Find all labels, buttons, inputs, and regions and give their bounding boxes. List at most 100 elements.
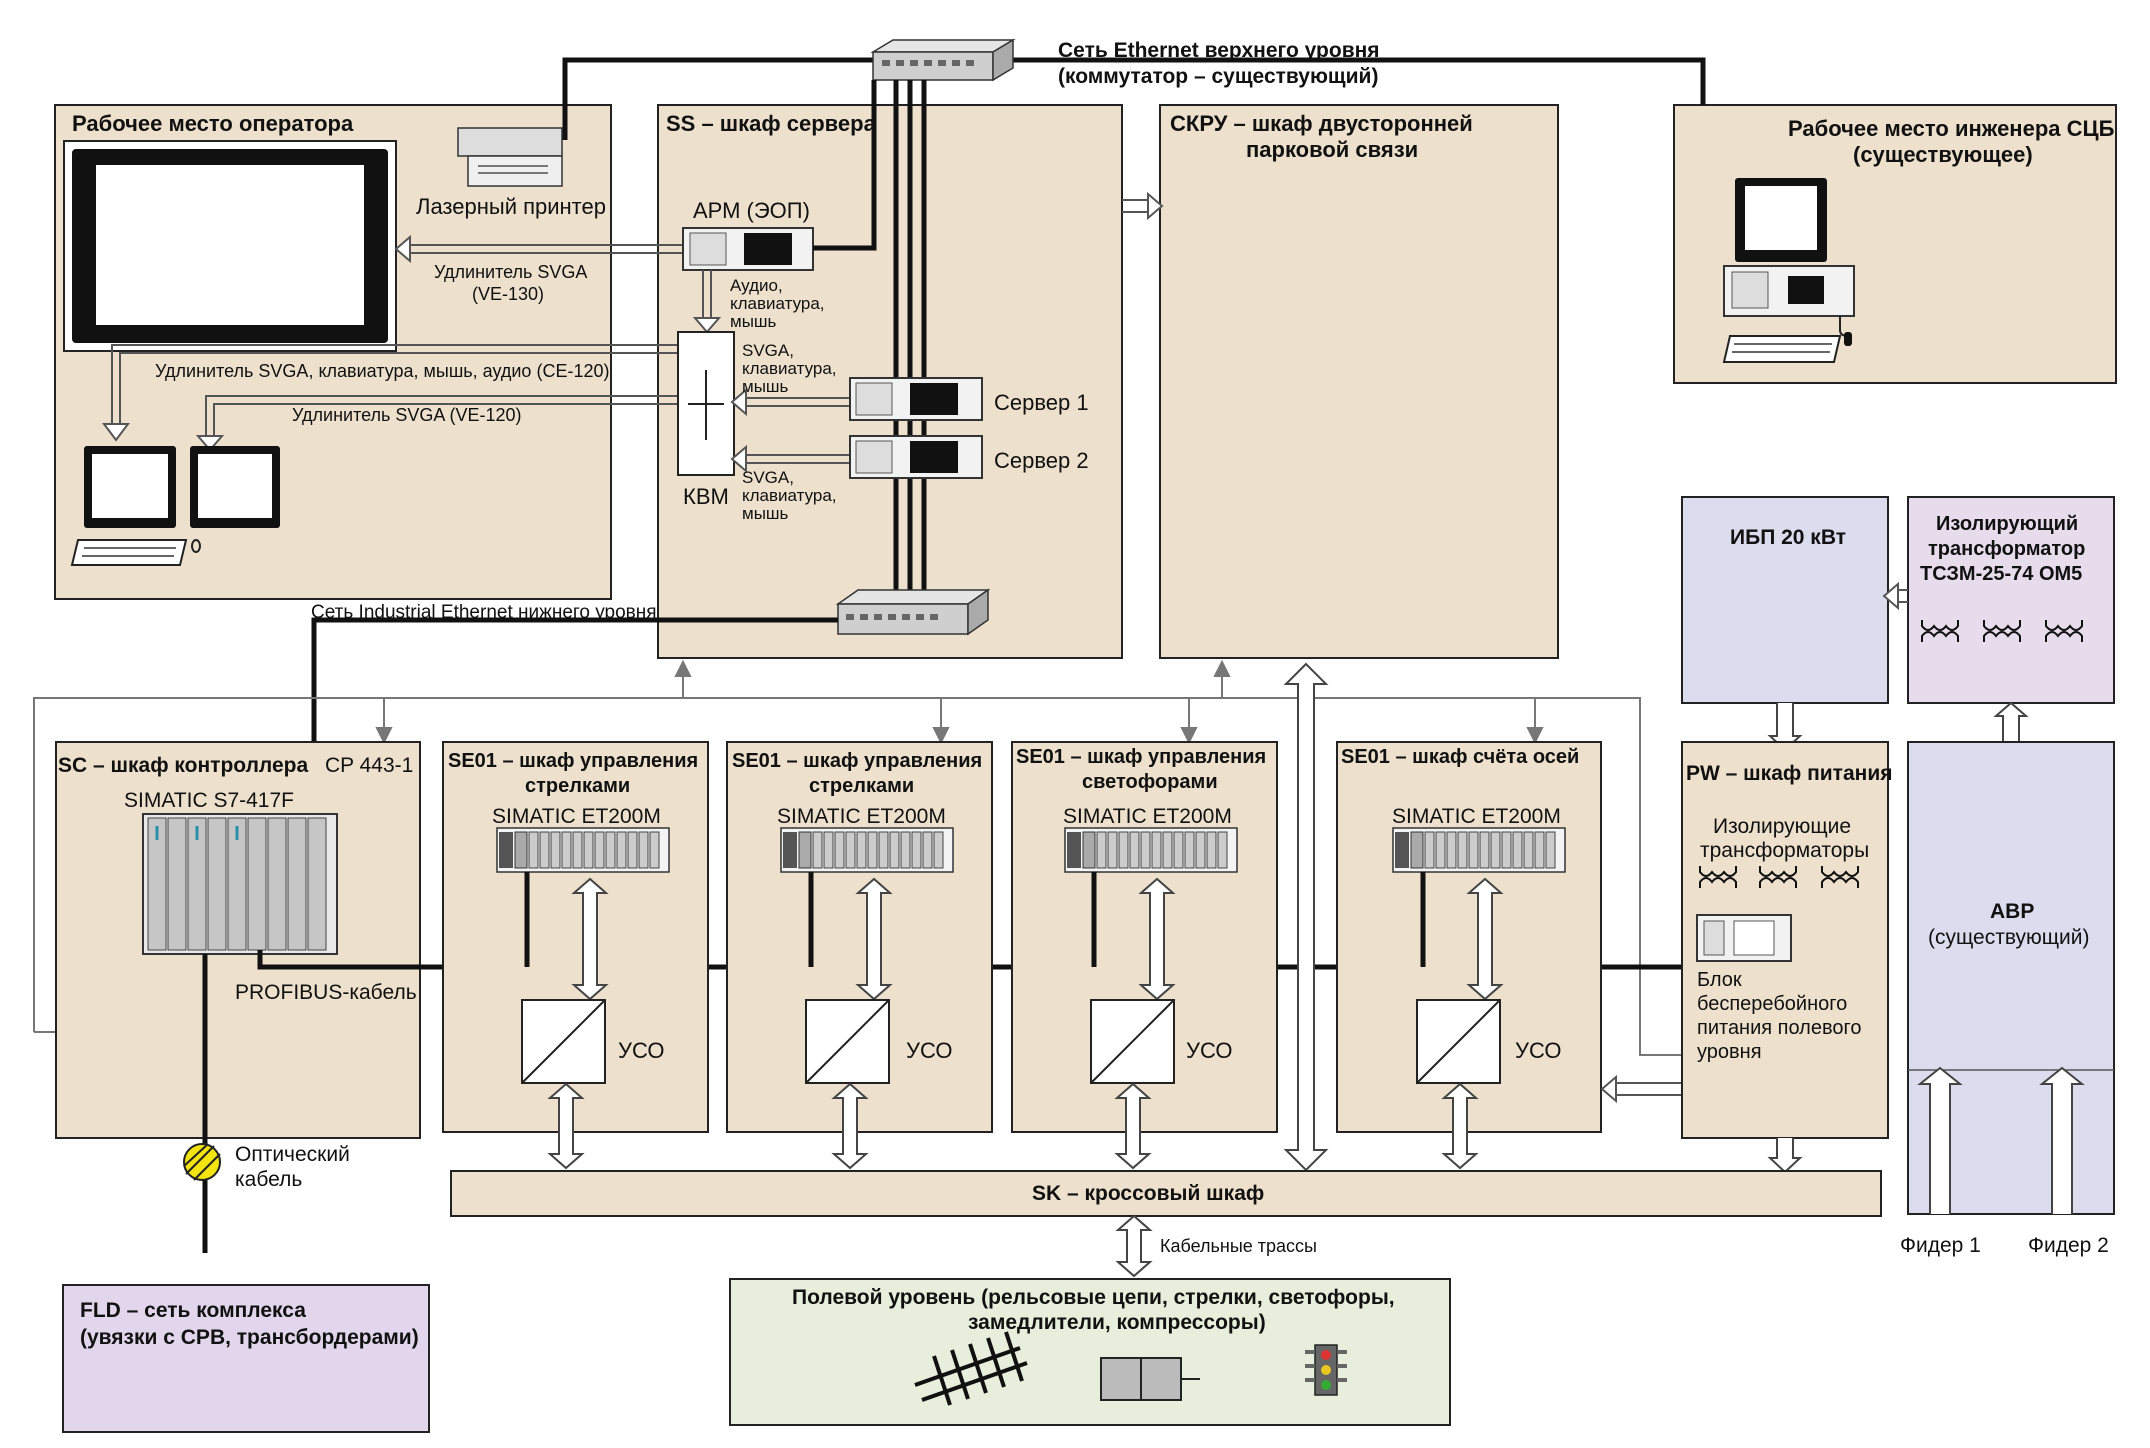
industrial-ethernet-label: Сеть Industrial Ethernet нижнего уровня xyxy=(311,602,657,623)
se3-uso-label: УСО xyxy=(1186,1038,1233,1063)
operator-title: Рабочее место оператора xyxy=(72,111,354,136)
sk-cross-cabinet-box xyxy=(450,1170,1882,1217)
pw-block-line-2: бесперебойного xyxy=(1697,993,1847,1015)
audio-line-2: клавиатура, xyxy=(730,294,825,313)
pw-block-line-1: Блок xyxy=(1697,969,1742,991)
ups-block-icon xyxy=(1696,914,1792,962)
se-cabinet-3: SE01 – шкаф управления светофорами SIMAT… xyxy=(1011,741,1278,1170)
svga2-line-1: SVGA, xyxy=(742,468,794,487)
audio-line-3: мышь xyxy=(730,312,777,331)
profibus-label: PROFIBUS-кабель xyxy=(235,981,417,1004)
printer-icon xyxy=(457,127,563,187)
pw-trans-line-1: Изолирующие xyxy=(1713,815,1851,838)
se-cabinet-4: SE01 – шкаф счёта осей SIMATIC ET200M УС… xyxy=(1336,741,1602,1170)
avr-sublabel: (существующий) xyxy=(1928,926,2090,949)
arm-workstation-icon xyxy=(682,227,814,271)
server-2-icon xyxy=(849,435,983,479)
se1-subtitle: стрелками xyxy=(525,775,630,797)
se1-uso-label: УСО xyxy=(618,1038,665,1063)
et200m-module-icon xyxy=(780,827,954,873)
et200m-module-icon xyxy=(1064,827,1238,873)
svga-extender-1-label: Удлинитель SVGA xyxy=(434,262,587,282)
svga2-line-2: клавиатура, xyxy=(742,486,837,505)
se3-subtitle: светофорами xyxy=(1082,771,1218,793)
traffic-signal-icon xyxy=(1305,1344,1347,1396)
se4-module-label: SIMATIC ET200M xyxy=(1392,805,1561,828)
fld-line-1: FLD – сеть комплекса xyxy=(80,1299,306,1322)
svga1-line-1: SVGA, xyxy=(742,341,794,360)
arm-label: АРМ (ЭОП) xyxy=(693,198,810,223)
iso-trans-line-2: трансформатор xyxy=(1928,538,2085,560)
field-line-2: замедлители, компрессоры) xyxy=(968,1311,1266,1334)
svga1-line-3: мышь xyxy=(742,377,789,396)
se3-title: SE01 – шкаф управления xyxy=(1016,746,1266,768)
kvm-label: КВМ xyxy=(683,484,729,509)
pw-block-line-3: питания полевого xyxy=(1697,1017,1861,1039)
fld-line-2: (увязки с СРВ, трансбордерами) xyxy=(80,1326,419,1349)
se1-title: SE01 – шкаф управления xyxy=(448,750,698,772)
se4-uso-label: УСО xyxy=(1515,1038,1562,1063)
se2-title: SE01 – шкаф управления xyxy=(732,750,982,772)
et200m-module-icon xyxy=(496,827,670,873)
pw-trans-line-2: трансформаторы xyxy=(1700,839,1869,862)
skru-sk-arrow xyxy=(1283,662,1329,1172)
pw-title: PW – шкаф питания xyxy=(1686,762,1892,785)
iso-trans-line-1: Изолирующий xyxy=(1936,513,2078,535)
skru-title: СКРУ – шкаф двусторонней xyxy=(1170,111,1473,136)
fld-network-box xyxy=(62,1284,430,1433)
industrial-switch-icon xyxy=(835,588,991,636)
server-1-label: Сервер 1 xyxy=(994,390,1089,415)
se3-module-label: SIMATIC ET200M xyxy=(1063,805,1232,828)
skru-cabinet-box xyxy=(1159,104,1559,659)
se-cabinet-1: SE01 – шкаф управления стрелками SIMATIC… xyxy=(442,741,709,1170)
se4-title: SE01 – шкаф счёта осей xyxy=(1341,746,1579,768)
audio-line-1: Аудио, xyxy=(730,276,783,295)
optical-line-1: Оптический xyxy=(235,1143,350,1166)
se-cabinet-2: SE01 – шкаф управления стрелками SIMATIC… xyxy=(726,741,993,1170)
operator-computer-icon xyxy=(70,446,188,566)
se2-uso-label: УСО xyxy=(906,1038,953,1063)
et200m-module-icon xyxy=(1392,827,1566,873)
plc-rack-icon xyxy=(142,813,338,955)
optical-line-2: кабель xyxy=(235,1168,302,1191)
feeder-1-label: Фидер 1 xyxy=(1900,1234,1981,1257)
se2-module-label: SIMATIC ET200M xyxy=(777,805,946,828)
plc-label: SIMATIC S7-417F xyxy=(124,789,294,812)
operator-monitor-icon xyxy=(190,446,280,553)
cp-label: CP 443-1 xyxy=(325,754,413,777)
sk-label: SK – кроссовый шкаф xyxy=(1032,1182,1264,1205)
rail-track-icon xyxy=(914,1331,1028,1406)
engineer-subtitle: (существующее) xyxy=(1853,142,2033,167)
iso-trans-line-3: ТСЗМ-25-74 ОМ5 xyxy=(1920,563,2082,585)
ups-label: ИБП 20 кВт xyxy=(1730,526,1846,549)
field-line-1: Полевой уровень (рельсовые цепи, стрелки… xyxy=(792,1286,1395,1309)
avr-label: АВР xyxy=(1990,900,2034,923)
iso-transformer-box xyxy=(1907,496,2115,704)
printer-label: Лазерный принтер xyxy=(416,194,606,219)
ups-box xyxy=(1681,496,1889,704)
se1-module-label: SIMATIC ET200M xyxy=(492,805,661,828)
svga1-line-2: клавиатура, xyxy=(742,359,837,378)
top-network-label: Сеть Ethernet верхнего уровня xyxy=(1058,39,1380,62)
server-2-label: Сервер 2 xyxy=(994,448,1089,473)
svga-extender-1-model: (VE-130) xyxy=(472,284,544,304)
server-1-icon xyxy=(849,377,983,421)
top-network-sublabel: (коммутатор – существующий) xyxy=(1058,65,1378,88)
optical-cable-icon xyxy=(183,1143,221,1181)
kvm-switch-icon xyxy=(677,331,735,476)
feeder-2-label: Фидер 2 xyxy=(2028,1234,2109,1257)
engineer-title: Рабочее место инженера СЦБ xyxy=(1788,116,2115,141)
retarder-icon xyxy=(1100,1357,1200,1401)
svga-extender-3-label: Удлинитель SVGA (VE-120) xyxy=(292,405,521,425)
skru-subtitle: парковой связи xyxy=(1246,137,1418,162)
cable-routes-label: Кабельные трассы xyxy=(1160,1236,1317,1256)
svga2-line-3: мышь xyxy=(742,504,789,523)
se2-subtitle: стрелками xyxy=(809,775,914,797)
svga-extender-2-label: Удлинитель SVGA, клавиатура, мышь, аудио… xyxy=(155,361,609,381)
large-display-icon xyxy=(63,140,397,352)
ethernet-switch-icon xyxy=(870,38,1016,82)
controller-title: SC – шкаф контроллера xyxy=(58,754,308,777)
server-cabinet-title: SS – шкаф сервера xyxy=(666,111,877,136)
pw-block-line-4: уровня xyxy=(1697,1041,1762,1063)
